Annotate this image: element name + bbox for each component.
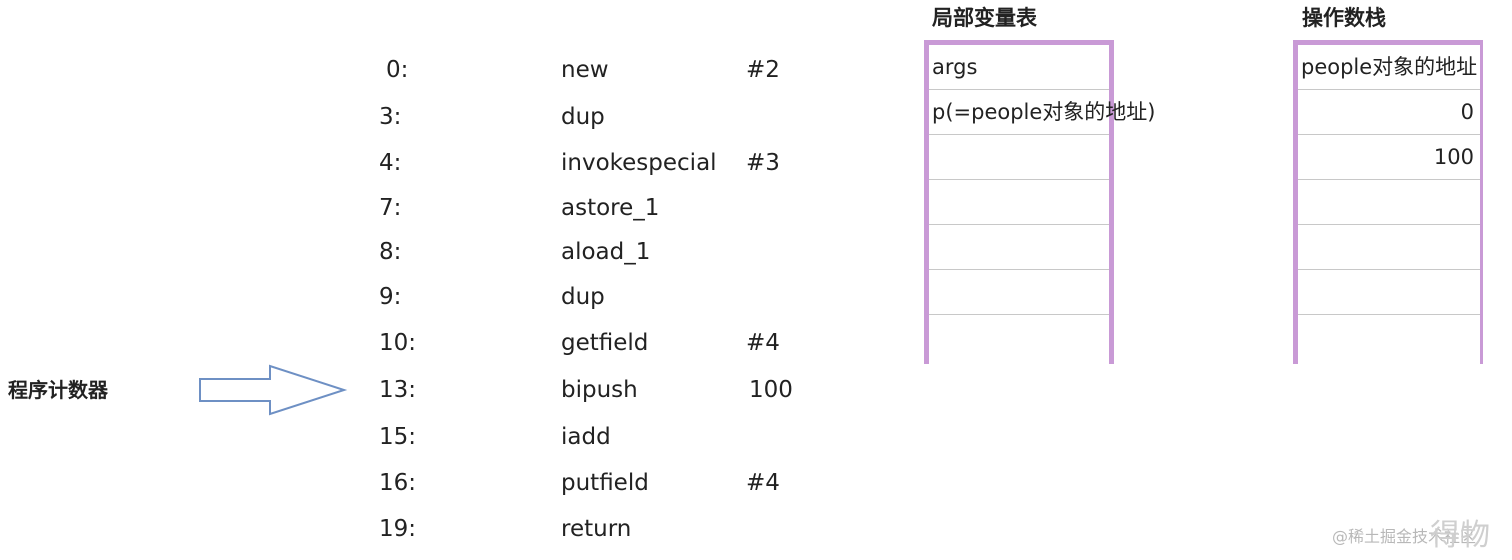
instruction-offset: 9: [379, 284, 402, 310]
instruction-operand: #2 [746, 57, 780, 83]
operand-stack-slot-row: people对象的地址 [1298, 45, 1480, 90]
instruction-opcode: putfield [561, 470, 649, 496]
operand-stack-title: 操作数栈 [1302, 6, 1386, 30]
operand-stack-slot-row [1298, 225, 1480, 270]
local-variable-table-title: 局部变量表 [932, 6, 1037, 30]
instruction-opcode: astore_1 [561, 195, 660, 221]
instruction-offset: 13: [379, 377, 417, 403]
watermark-logo-text: 得物 [1430, 518, 1490, 553]
operand-stack-slot-row [1298, 315, 1480, 360]
local-variable-slot-row [929, 180, 1109, 225]
operand-stack-slot-value: people对象的地址 [1301, 55, 1478, 79]
local-variable-slot-row: p(=people对象的地址) [929, 90, 1156, 135]
local-variable-slot-value: args [932, 55, 978, 79]
instruction-offset: 0: [386, 57, 409, 83]
operand-stack-slot-value: 100 [1433, 145, 1474, 169]
instruction-operand: #4 [746, 330, 780, 356]
operand-stack-slot-row [1298, 180, 1480, 225]
instruction-operand: #4 [746, 470, 780, 496]
operand-stack-slot-row: 0 [1298, 90, 1480, 135]
instruction-opcode: invokespecial [561, 150, 717, 176]
operand-stack: people对象的地址 0 100 [1293, 40, 1483, 364]
operand-stack-slot-value: 0 [1460, 100, 1474, 124]
instruction-offset: 10: [379, 330, 417, 356]
instruction-offset: 7: [379, 195, 402, 221]
local-variable-slot-row [929, 270, 1109, 315]
instruction-offset: 3: [379, 104, 402, 130]
local-variable-slot-row [929, 225, 1109, 270]
instruction-opcode: iadd [561, 424, 611, 450]
instruction-offset: 16: [379, 470, 417, 496]
instruction-opcode: dup [561, 284, 605, 310]
instruction-opcode: dup [561, 104, 605, 130]
instruction-operand: #3 [746, 150, 780, 176]
local-variable-slot-value: p(=people对象的地址) [932, 100, 1156, 124]
watermark-text: @稀土掘金技术社区 [1332, 527, 1477, 546]
operand-stack-slot-row: 100 [1298, 135, 1480, 180]
instruction-opcode: bipush [561, 377, 638, 403]
instruction-offset: 4: [379, 150, 402, 176]
program-counter-label: 程序计数器 [8, 378, 108, 402]
local-variable-table: args p(=people对象的地址) [924, 40, 1156, 364]
instruction-opcode: aload_1 [561, 239, 651, 265]
instruction-operand: 100 [749, 377, 793, 403]
operand-stack-slot-row [1298, 270, 1480, 315]
local-variable-slot-row: args [929, 45, 1109, 90]
program-counter-arrow-shape [199, 364, 348, 416]
instruction-offset: 19: [379, 516, 417, 542]
instruction-opcode: getfield [561, 330, 649, 356]
instruction-offset: 15: [379, 424, 417, 450]
local-variable-slot-row [929, 315, 1109, 360]
local-variable-slot-row [929, 135, 1109, 180]
instruction-opcode: return [561, 516, 632, 542]
instruction-offset: 8: [379, 239, 402, 265]
program-counter-arrow [199, 364, 348, 416]
instruction-opcode: new [561, 57, 609, 83]
